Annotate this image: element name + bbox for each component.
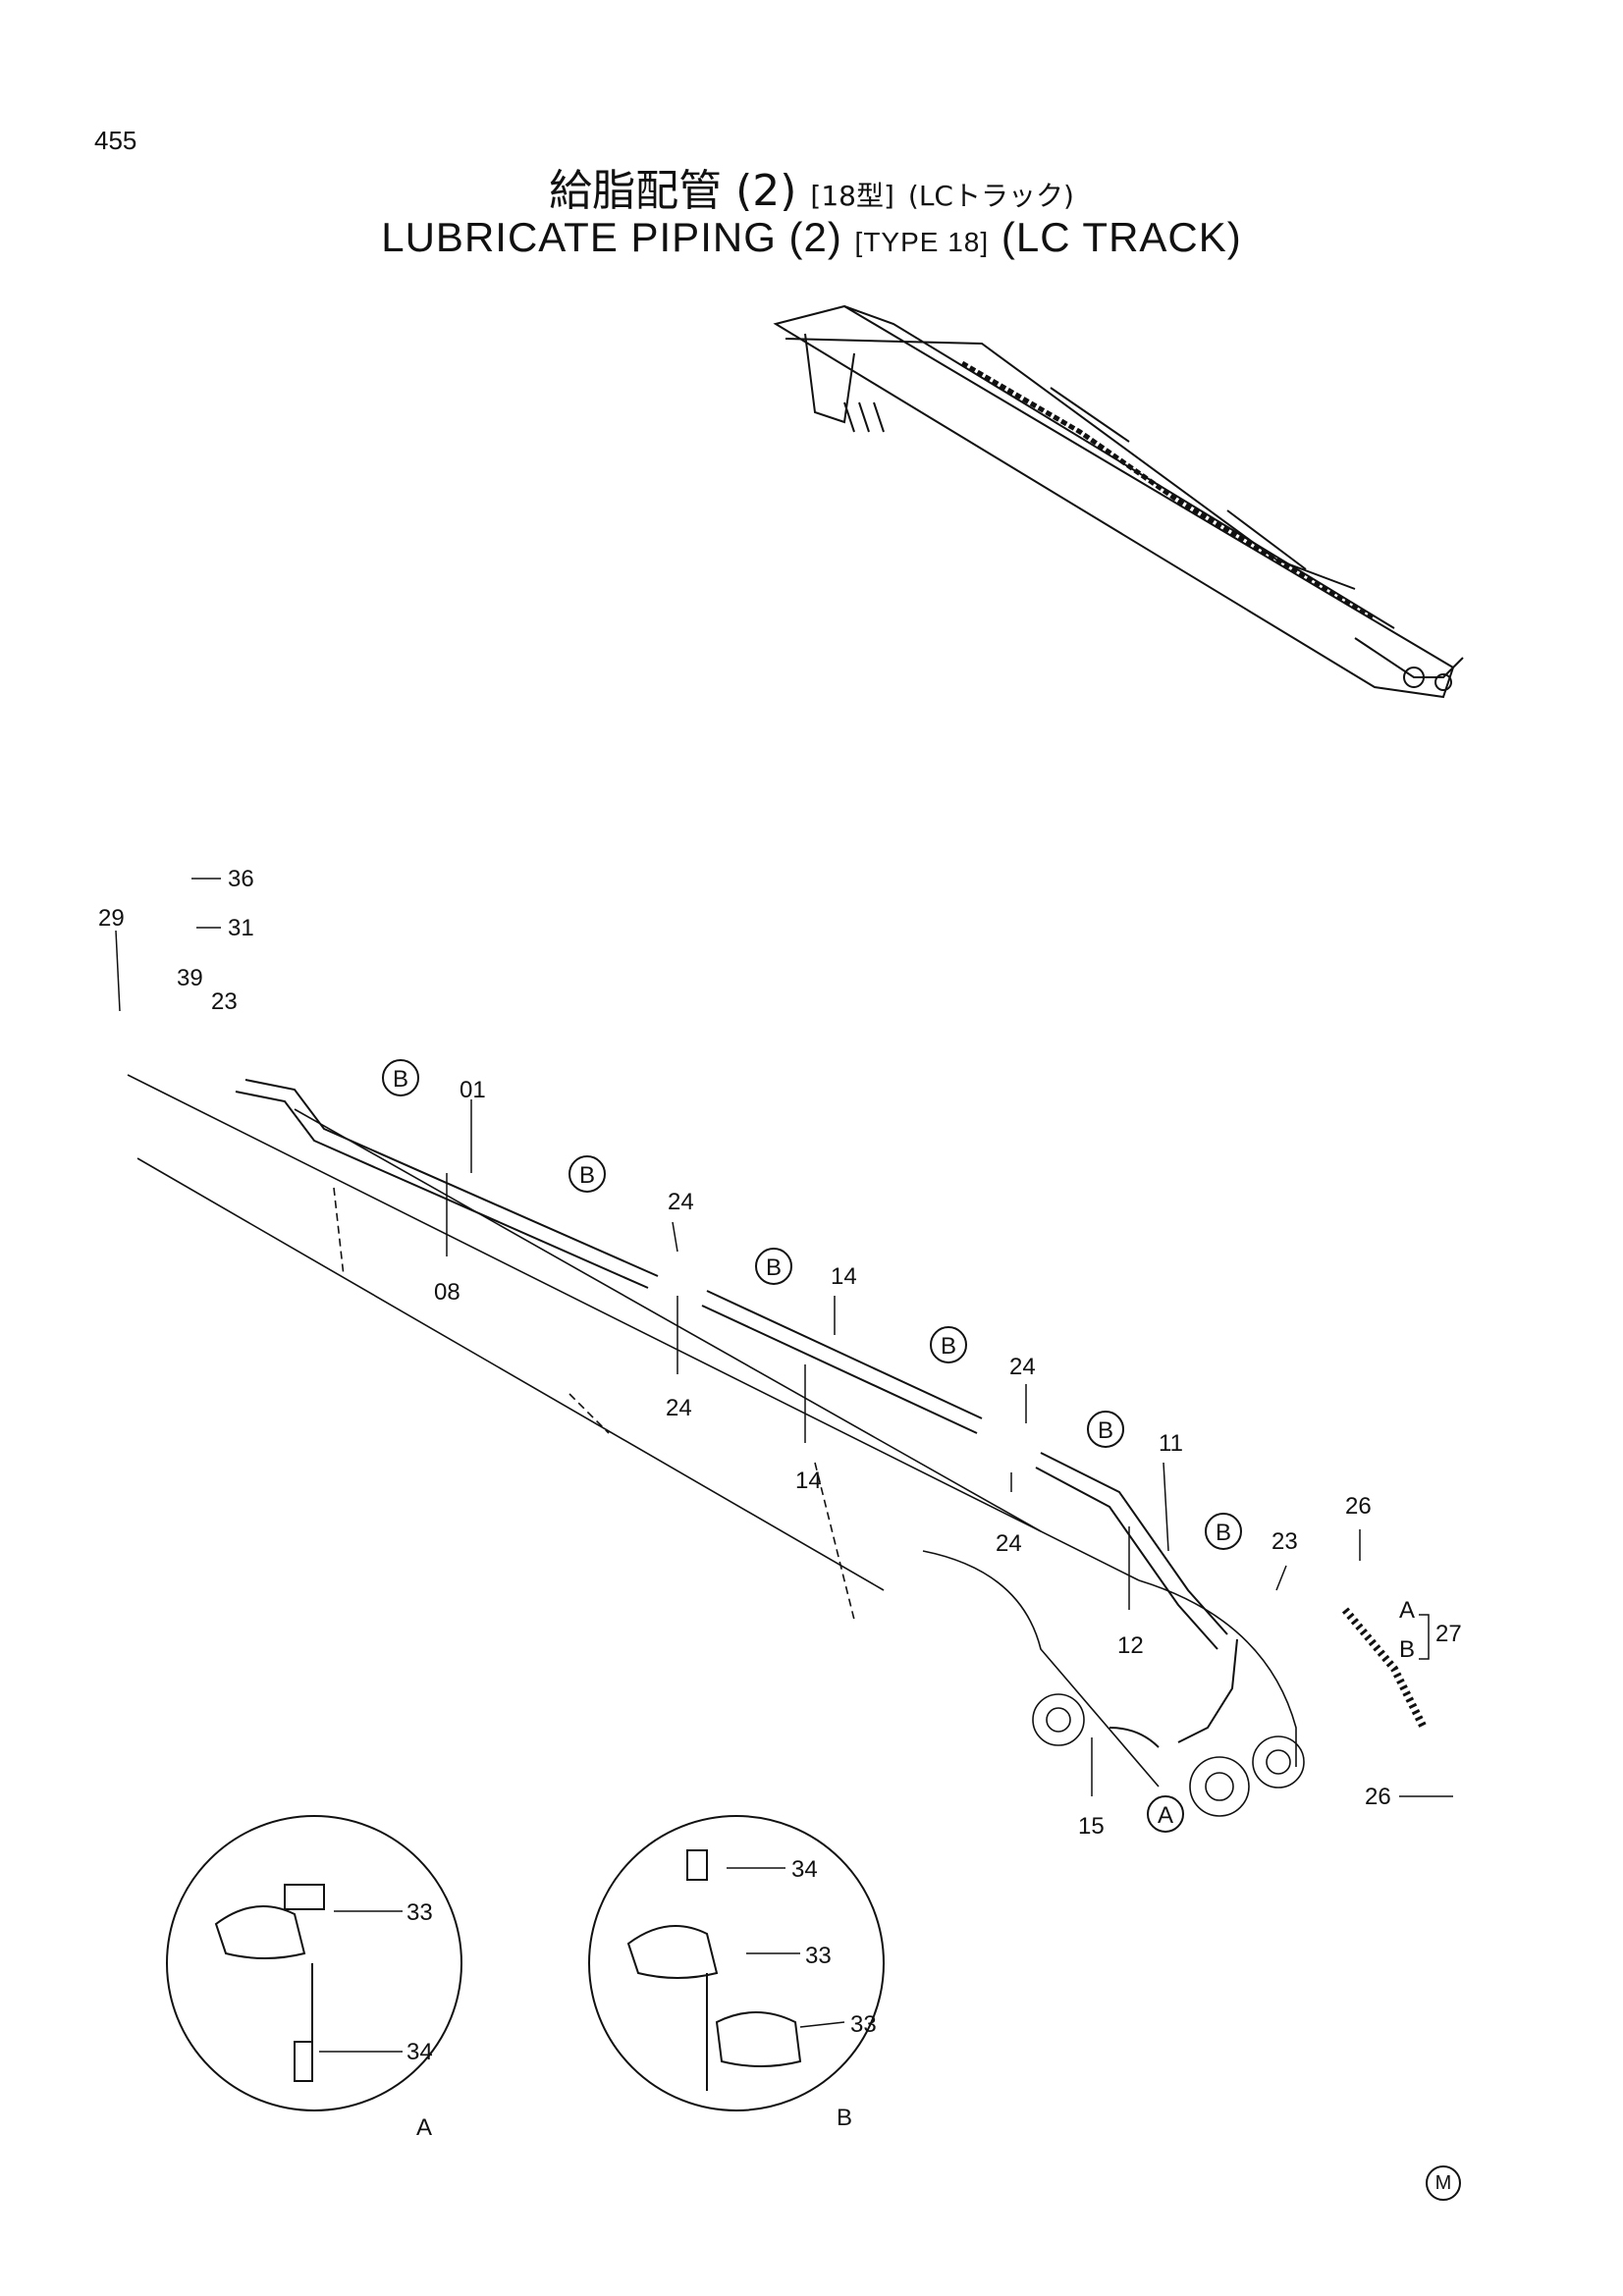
leader-lines (115, 878, 1453, 2053)
detail-a-callout-33: 33 (406, 1899, 433, 1926)
ref-b-4: B (941, 1333, 956, 1360)
page-number: 455 (94, 126, 137, 155)
callout-08: 08 (434, 1279, 460, 1306)
callout-27-a: A (1399, 1597, 1415, 1624)
ref-b-5: B (1098, 1417, 1113, 1444)
detail-a-callout-34: 34 (406, 2039, 433, 2065)
callout-01: 01 (460, 1077, 486, 1103)
ref-b-1: B (393, 1066, 408, 1093)
detail-b-callout-34: 34 (791, 1856, 818, 1883)
callout-14-a: 14 (831, 1263, 857, 1290)
detail-reference-circles (382, 1059, 1242, 1833)
ref-b-6: B (1216, 1520, 1231, 1546)
overview-arm-drawing (773, 304, 1464, 699)
callout-26-bottom: 26 (1365, 1784, 1391, 1810)
ref-a-1: A (1158, 1802, 1173, 1829)
callout-24-a: 24 (668, 1189, 694, 1215)
callout-24-c: 24 (1009, 1354, 1036, 1380)
callout-24-d: 24 (996, 1530, 1022, 1557)
callout-29: 29 (98, 905, 125, 932)
title-en-main: LUBRICATE PIPING (2) (381, 214, 842, 260)
title-jp-track: (LCトラック) (907, 180, 1074, 212)
detail-b-callout-33-top: 33 (805, 1943, 832, 1969)
callout-36: 36 (228, 866, 254, 892)
ref-b-2: B (579, 1162, 595, 1189)
title-jp-main: 給脂配管 (2) (549, 166, 797, 216)
callout-12: 12 (1117, 1632, 1144, 1659)
callout-24-b: 24 (666, 1395, 692, 1421)
callout-39: 39 (177, 965, 203, 991)
detail-reference-letters: B B B B B B A A B (393, 1066, 1231, 2141)
callout-26-top: 26 (1345, 1493, 1372, 1520)
ref-b-3: B (766, 1255, 782, 1281)
detail-a-label: A (416, 2114, 432, 2141)
detail-circles (166, 1815, 885, 2111)
title-en-track: (LC TRACK) (1001, 214, 1242, 260)
callout-27: 27 (1435, 1621, 1462, 1647)
title-japanese: 給脂配管 (2) [18型] (LCトラック) (0, 155, 1623, 218)
callout-27-b: B (1399, 1636, 1415, 1663)
callout-14-b: 14 (795, 1468, 822, 1494)
m-mark: M (1426, 2165, 1461, 2201)
callout-11: 11 (1159, 1430, 1183, 1457)
boom-outline (127, 1074, 1305, 1817)
part-callouts: 36 31 29 39 23 01 08 24 24 14 14 24 24 1… (98, 866, 1462, 2065)
callout-23-top: 23 (211, 988, 238, 1015)
callout-15: 15 (1078, 1813, 1105, 1840)
title-english: LUBRICATE PIPING (2) [TYPE 18] (LC TRACK… (0, 214, 1623, 261)
lubricate-pipes (235, 1079, 1428, 1748)
callout-31: 31 (228, 915, 254, 941)
title-jp-type: [18型] (810, 180, 894, 212)
detail-b-label: B (837, 2105, 852, 2131)
detail-b-callout-33-bottom: 33 (850, 2011, 877, 2038)
callout-23-right: 23 (1271, 1528, 1298, 1555)
title-en-type: [TYPE 18] (854, 227, 990, 257)
